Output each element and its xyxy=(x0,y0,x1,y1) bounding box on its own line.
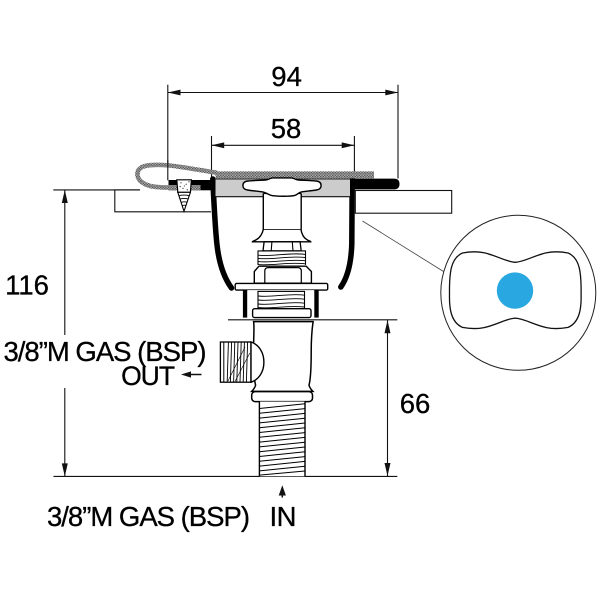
svg-text:66: 66 xyxy=(400,388,431,419)
svg-text:OUT: OUT xyxy=(121,361,175,391)
svg-text:IN: IN xyxy=(270,501,297,532)
svg-text:3/8”M GAS (BSP): 3/8”M GAS (BSP) xyxy=(47,501,249,532)
svg-text:94: 94 xyxy=(271,61,302,92)
svg-text:3/8”M GAS (BSP): 3/8”M GAS (BSP) xyxy=(4,336,206,367)
svg-text:58: 58 xyxy=(271,113,302,144)
svg-text:116: 116 xyxy=(5,270,49,301)
